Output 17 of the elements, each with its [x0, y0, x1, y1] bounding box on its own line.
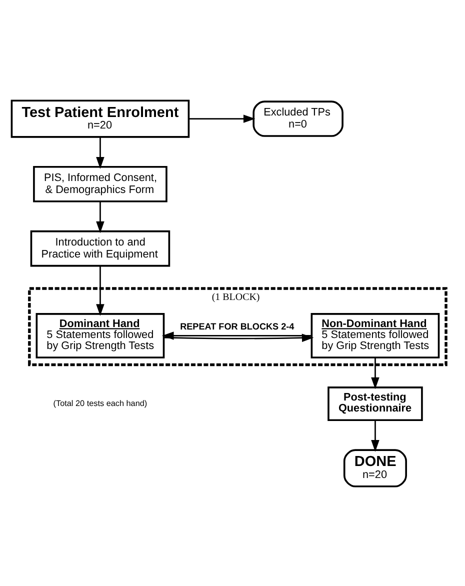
label: (Total 20 tests each hand) — [53, 398, 148, 408]
node-box: Post-testing Questionnaire — [328, 386, 423, 421]
arrow — [96, 201, 104, 233]
arrow — [96, 136, 104, 168]
arrow — [371, 357, 380, 389]
node-box: Excluded TPs n=0 — [252, 100, 344, 136]
node-box: Non-Dominant Hand 5 Statements followed by Grip Strength Tests — [310, 312, 440, 358]
arrow — [188, 114, 256, 122]
node-box: Introduction to and Practice with Equipment — [30, 230, 170, 266]
edge-label: REPEAT FOR BLOCKS 2-4 — [180, 320, 294, 331]
node-box: Dominant Hand 5 Statements followed by Grip Strength Tests — [36, 312, 165, 358]
arrow — [162, 331, 312, 340]
arrow — [371, 420, 380, 452]
node-box: DONE n=20 — [343, 448, 407, 487]
node-box: PIS, Informed Consent, & Demographics Form — [33, 165, 168, 202]
node-box: Test Patient Enrolment n=20 — [10, 99, 190, 138]
arrow — [96, 265, 104, 316]
